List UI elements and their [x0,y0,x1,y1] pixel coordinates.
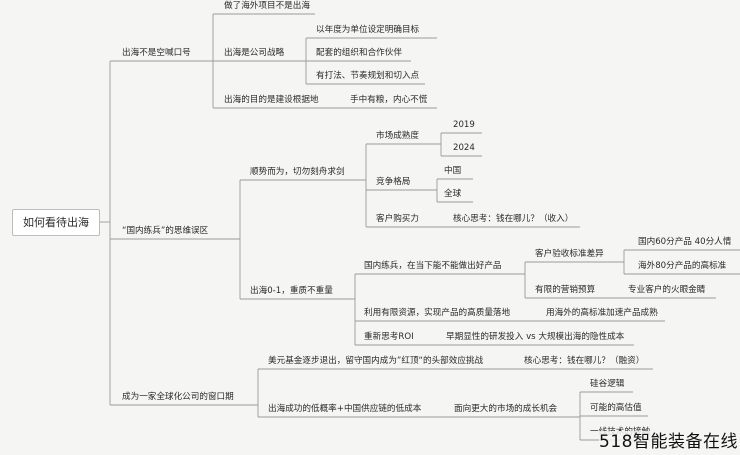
branch-node[interactable]: “国内练兵”的思维误区 [122,226,209,236]
connector [205,14,214,108]
topic-node[interactable]: 市场成熟度 [376,131,419,141]
topic-node[interactable]: 出海的目的是建设根据地 [224,95,319,105]
topic-node[interactable]: 有限的营销预算 [535,285,596,295]
topic-node[interactable]: 客户验收标准差异 [535,249,604,259]
topic-node[interactable]: 竞争格局 [376,177,411,187]
topic-node[interactable]: 手中有粮，内心不慌 [350,95,428,105]
topic-node[interactable]: 以年度为单位设定明确目标 [316,25,420,35]
topic-node[interactable]: 配套的组织和合作伙伴 [316,48,402,58]
connector [245,369,259,417]
topic-node[interactable]: 国内练兵，在当下能不能做出好产品 [364,261,502,271]
topic-node[interactable]: 出海成功的低概率+中国供应链的低成本 [268,404,422,414]
root-node[interactable]: 如何看待出海 [12,209,100,236]
topic-node[interactable]: 用海外的高标准加速产品成熟 [546,308,658,318]
topic-node[interactable]: 利用有限资源，实现产品的高质量落地 [364,308,511,318]
topic-node[interactable]: 专业客户的火眼金睛 [628,285,706,295]
topic-node[interactable]: 客户购买力 [376,214,419,224]
topic-node[interactable]: 顺势而为，切勿刻舟求剑 [250,167,345,177]
connector [350,144,367,227]
watermark-text: 518智能装备在线 [599,431,738,453]
topic-node[interactable]: 出海是公司战略 [224,48,285,58]
topic-node[interactable]: 有打法、节奏规划和切入点 [316,71,420,81]
topic-node[interactable]: 硅谷逻辑 [590,379,625,389]
topic-node[interactable]: 出海0-1，重质不重量 [250,286,333,296]
connector [614,250,625,274]
topic-node[interactable]: 中国 [444,166,462,176]
topic-node[interactable]: 重新思考ROI [364,332,414,342]
topic-node[interactable]: 海外80分产品的高标准 [638,261,727,271]
connector [232,180,241,299]
connector [433,133,442,156]
topic-node[interactable]: 可能的高估值 [590,403,642,413]
connector [567,392,581,440]
connector [290,38,307,84]
topic-node[interactable]: 核心思考：钱在哪儿？（收入） [453,214,574,224]
connector [343,274,356,345]
connector [421,179,438,202]
topic-node[interactable]: 全球 [444,189,462,199]
topic-node[interactable]: 早期显性的研发投入 vs 大规模出海的隐性成本 [446,332,625,342]
branch-node[interactable]: 出海不是空喊口号 [122,48,191,58]
topic-node[interactable]: 美元基金逐步退出，留守国内成为”红顶“的头部效应挑战 [268,356,484,366]
topic-node[interactable]: 核心思考：钱在哪儿？（融资） [524,356,645,366]
topic-node[interactable]: 国内60分产品 40分人情 [638,237,732,247]
topic-node[interactable]: 面向更大的市场的成长机会 [454,404,558,414]
branch-node[interactable]: 成为一家全球化公司的窗口期 [122,392,234,402]
topic-node[interactable]: 做了海外项目不是出海 [224,1,310,11]
topic-node[interactable]: 2024 [453,143,475,153]
connector [513,262,526,298]
topic-node[interactable]: 2019 [453,120,475,130]
